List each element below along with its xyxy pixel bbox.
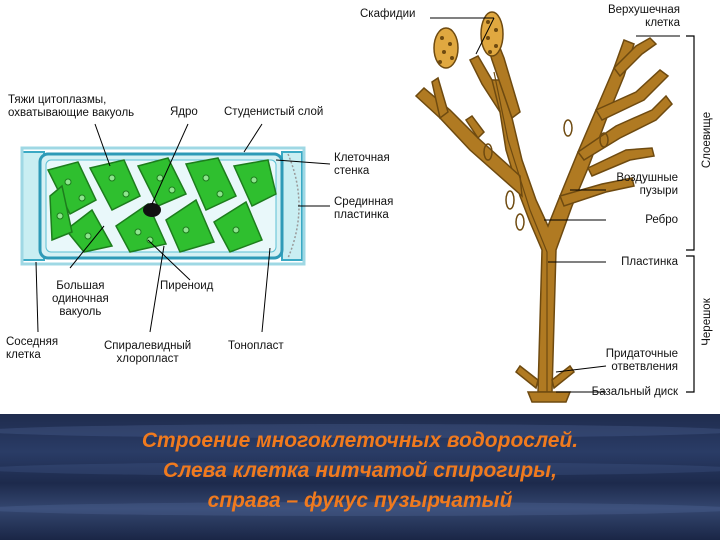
caption-line-1: Строение многоклеточных водорослей. <box>0 426 720 456</box>
label-cytoplasm-strands: Тяжи цитоплазмы, охватывающие вакуоль <box>8 94 134 120</box>
label-pyrenoid: Пиреноид <box>160 280 213 293</box>
spirogyra-cell <box>22 148 304 264</box>
label-apical-cell: Верхушечная клетка <box>590 4 680 30</box>
label-appendages: Придаточные ответвления <box>580 348 678 374</box>
spiral-chloroplast <box>48 158 276 252</box>
label-neighbor-cell: Соседняя клетка <box>6 336 58 362</box>
label-midrib: Ребро <box>610 214 678 227</box>
label-middle-lamella: Срединная пластинка <box>334 196 393 222</box>
label-large-vacuole: Большая одиночная вакуоль <box>52 280 109 319</box>
label-spiral-chloroplast: Спиралевидный хлоропласт <box>104 340 191 366</box>
right-brackets <box>686 36 694 392</box>
nucleus <box>143 203 161 217</box>
fucus-leaders <box>430 18 680 392</box>
label-stalk: Черешок <box>701 287 713 357</box>
label-cell-wall: Клеточная стенка <box>334 152 390 178</box>
caption-line-3: справа – фукус пузырчатый <box>0 486 720 516</box>
caption-text: Строение многоклеточных водорослей. Слев… <box>0 426 720 516</box>
caption-line-2: Слева клетка нитчатой спирогиры, <box>0 456 720 486</box>
label-tonoplast: Тонопласт <box>228 340 284 353</box>
label-thallus: Слоевище <box>701 105 713 175</box>
biology-figure: Тяжи цитоплазмы, охватывающие вакуоль Яд… <box>0 0 720 414</box>
label-air-bladders: Воздушные пузыри <box>590 172 678 198</box>
label-mucilage-layer: Студенистый слой <box>224 106 323 119</box>
label-basal-disc: Базальный диск <box>560 386 678 399</box>
label-nucleus: Ядро <box>170 106 198 119</box>
label-scaphidia: Скафидии <box>360 8 415 21</box>
label-blade: Пластинка <box>596 256 678 269</box>
